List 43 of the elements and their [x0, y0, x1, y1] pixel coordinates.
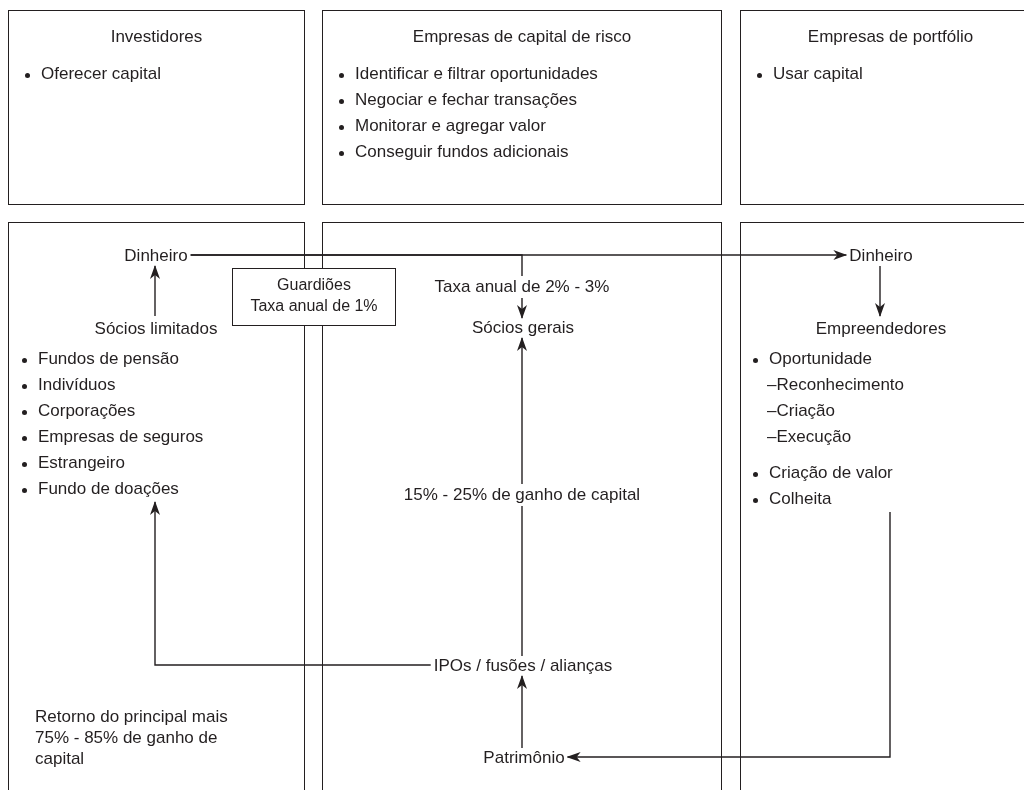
panel-heading: Investidores [109, 27, 204, 47]
info-panel [322, 10, 722, 205]
panel-heading: Empresas de capital de risco [411, 27, 633, 47]
section-panel [740, 222, 1024, 790]
list-item: Negociar e fechar transações [355, 90, 578, 109]
panel-heading: Empresas de portfólio [806, 27, 975, 47]
list-item: Estrangeiro [38, 453, 125, 472]
node-label: Dinheiro [121, 246, 191, 266]
arrow [566, 511, 891, 762]
node-label: IPOs / fusões / alianças [430, 656, 616, 676]
list-item: Corporações [38, 401, 136, 420]
label-box [232, 268, 396, 326]
info-panel [8, 10, 305, 205]
arrow [150, 265, 160, 317]
group-heading: Empreendedores [814, 318, 948, 340]
list-item: Oportunidade [769, 349, 873, 368]
arrow [150, 501, 432, 666]
arrow [189, 254, 527, 319]
box-text: Guardiões [276, 275, 352, 295]
list-item: Oferecer capital [41, 64, 161, 83]
list-item: –Reconhecimento [767, 374, 906, 396]
list-item: Fundo de doações [38, 479, 179, 498]
list-item: Colheita [769, 489, 832, 508]
info-panel [740, 10, 1024, 205]
node-label: Patrimônio [480, 748, 568, 768]
node-label: Sócios gerais [468, 318, 578, 338]
arrow [517, 337, 527, 657]
node-label: Dinheiro [846, 246, 916, 266]
note-text: Retorno do principal mais 75% - 85% de ganho de capital [35, 706, 229, 769]
list-item: –Criação [767, 400, 837, 422]
arrow [517, 675, 527, 749]
list-item: Empresas de seguros [38, 427, 204, 446]
group-heading: Sócios limitados [93, 318, 219, 340]
box-text: Taxa anual de 1% [249, 296, 379, 316]
list-item: –Execução [767, 426, 853, 448]
list-item: Identificar e filtrar oportunidades [355, 64, 598, 83]
list-item: Usar capital [773, 64, 863, 83]
list-item: Indivíduos [38, 375, 116, 394]
list-item: Fundos de pensão [38, 349, 179, 368]
list-item: Criação de valor [769, 463, 893, 482]
list-item: Monitorar e agregar valor [355, 116, 546, 135]
list-item: Conseguir fundos adicionais [355, 142, 569, 161]
arrow [875, 265, 885, 317]
